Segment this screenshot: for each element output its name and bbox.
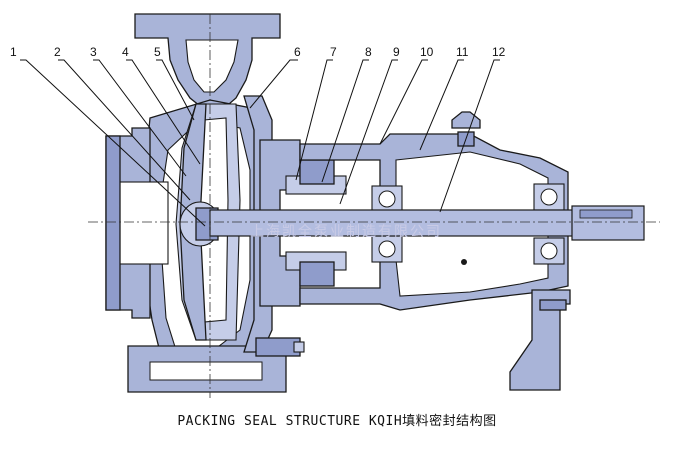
callout-12: 12: [492, 45, 506, 59]
callout-8: 8: [365, 45, 372, 59]
callout-2: 2: [54, 45, 61, 59]
shaft: [209, 205, 645, 241]
callout-10: 10: [420, 45, 434, 59]
company-watermark: 上海凯全泵业制造有限公司: [250, 223, 442, 240]
suction-flange: [105, 127, 169, 319]
callout-numbers: 1 2 3 4 5 6 7 8 9 10 11 12: [10, 45, 506, 59]
callout-5: 5: [154, 45, 161, 59]
callout-1: 1: [10, 45, 17, 59]
leader-lines: [20, 59, 500, 227]
callout-6: 6: [294, 45, 301, 59]
figure-caption: PACKING SEAL STRUCTURE KQIH填料密封结构图: [177, 414, 497, 429]
support-foot: [509, 289, 571, 391]
callout-3: 3: [90, 45, 97, 59]
center-lines: [88, 14, 660, 398]
callout-7: 7: [330, 45, 337, 59]
callout-11: 11: [456, 45, 469, 59]
callout-4: 4: [122, 45, 129, 59]
casing-bolts: [255, 337, 305, 357]
callout-9: 9: [393, 45, 400, 59]
